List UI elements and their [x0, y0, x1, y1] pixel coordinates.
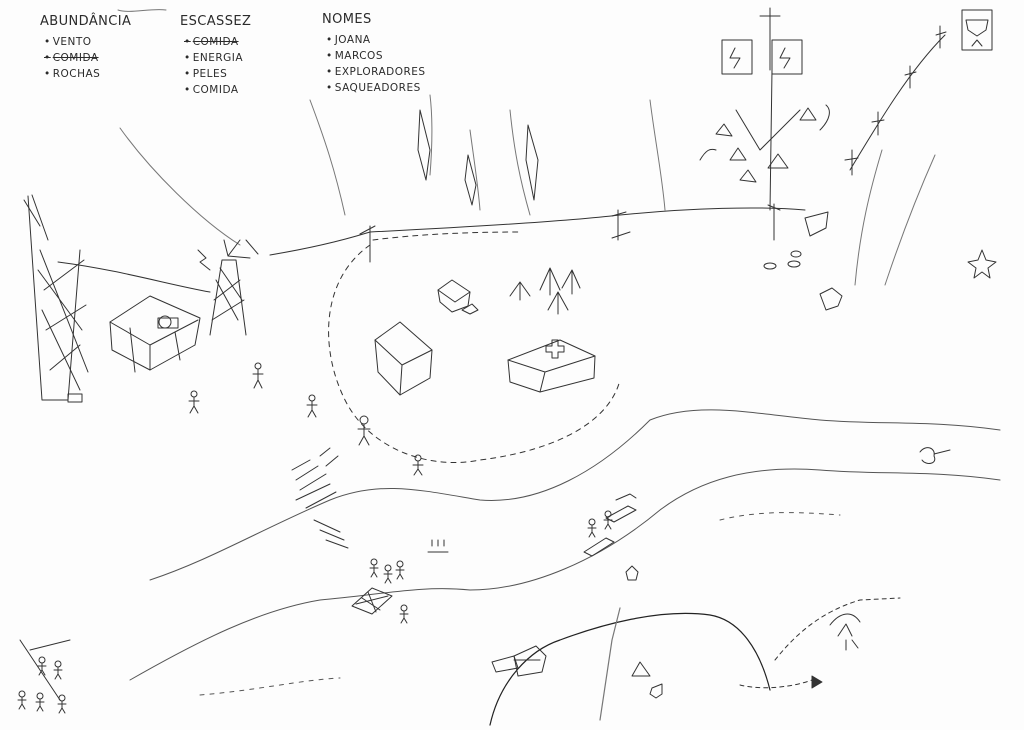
arrowhead-marker [811, 675, 823, 689]
legend-names: NOMES JOANA MARCOS EXPLORADORES SAQUEADO… [322, 12, 426, 96]
legend-scarcity-item-energy: ENERGIA [184, 50, 251, 66]
footprints [763, 250, 802, 270]
tall-banners [417, 109, 539, 206]
lake-tent-and-shield [631, 661, 663, 699]
legend-abundance-title: ABUNDÂNCIA [40, 14, 132, 29]
riverside-plant [919, 447, 951, 464]
legend-scarcity: ESCASSEZ COMIDA ENERGIA PELES COMIDA [180, 14, 251, 98]
small-crate [819, 287, 843, 311]
legend-abundance-item-rocks: ROCHAS [44, 66, 131, 82]
legend-scarcity-item-skins: PELES [184, 66, 251, 82]
river-banks [129, 409, 1001, 696]
river-crossing-raft [351, 587, 393, 615]
energy-panels [721, 39, 803, 75]
legend-names-item-raiders: SAQUEADORES [326, 80, 426, 96]
legend-abundance: ABUNDÂNCIA VENTO COMIDA ROCHAS [40, 14, 131, 82]
dashed-settlement-perimeter [328, 231, 621, 463]
legend-names-item-joana: JOANA [326, 32, 426, 48]
shield-emblem [961, 9, 993, 51]
legend-scarcity-item-food-struck: COMIDA [184, 34, 251, 50]
stick-figures [17, 362, 613, 714]
campfire [427, 539, 449, 553]
legend-scarcity-title: ESCASSEZ [180, 14, 252, 29]
lake-shore [489, 607, 771, 726]
farm-fields [291, 447, 349, 549]
hospital-building [507, 339, 596, 393]
boats-on-river [583, 493, 637, 557]
rock-marker [625, 565, 639, 581]
legend-abundance-item-food: COMIDA [44, 50, 131, 66]
legend-names-item-explorers: EXPLORADORES [326, 64, 426, 80]
transmission-tower [23, 194, 211, 403]
legend-names-title: NOMES [322, 12, 372, 27]
pole-line-northeast [844, 25, 947, 176]
storage-shed [374, 321, 433, 396]
camp-tents [699, 104, 830, 183]
tree-cluster [509, 267, 581, 315]
workshop-building [109, 295, 201, 373]
wind-turbine [197, 239, 259, 336]
small-hut [437, 279, 479, 315]
power-line [269, 7, 829, 263]
legend-abundance-item-wind: VENTO [44, 34, 131, 50]
legend-names-item-marcos: MARCOS [326, 48, 426, 64]
hill-outlines [117, 9, 936, 286]
boat-shed [829, 613, 861, 651]
star-marker [967, 249, 997, 279]
dashed-path-southeast [739, 597, 901, 689]
legend-scarcity-item-food: COMIDA [184, 82, 251, 98]
dock-buildings [491, 645, 547, 677]
